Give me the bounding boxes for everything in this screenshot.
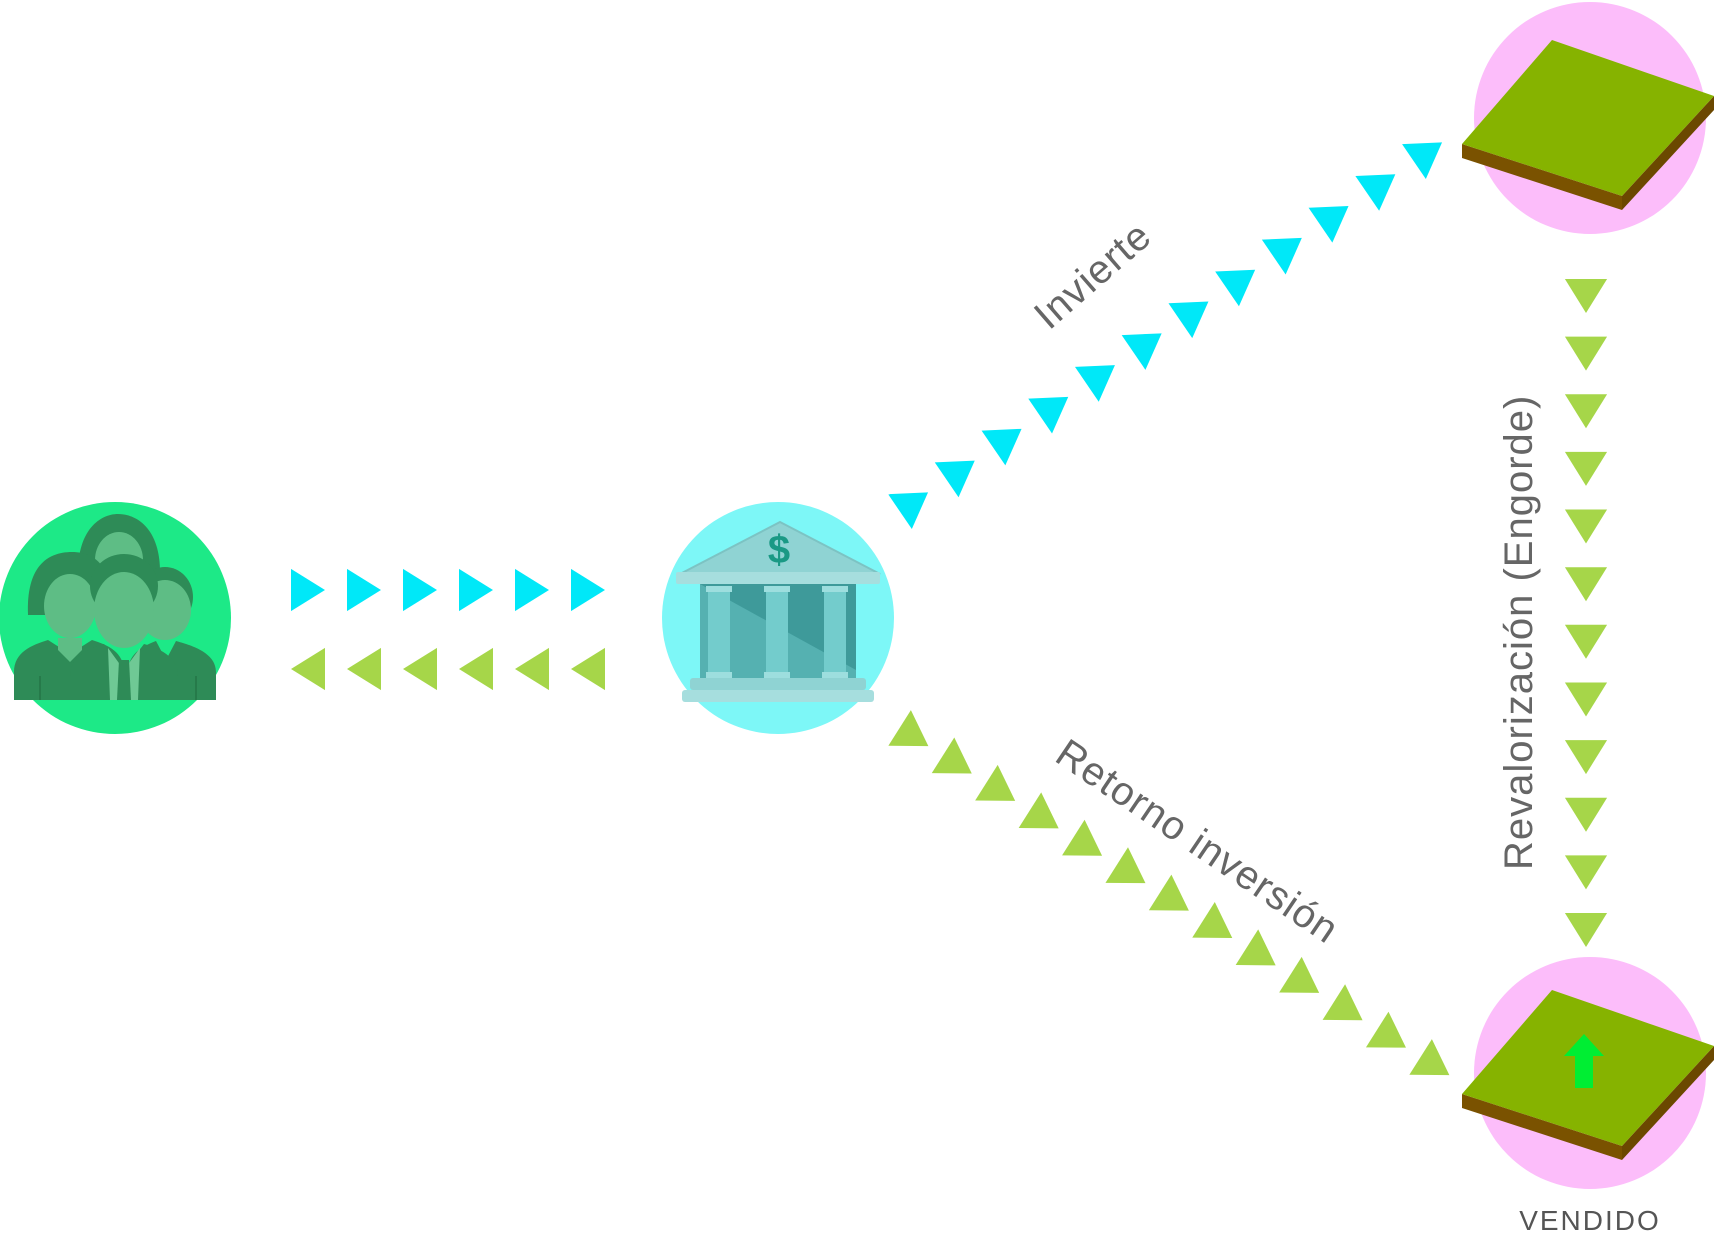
arrow-marker	[1308, 206, 1349, 243]
arrow-marker	[1235, 929, 1276, 966]
arrow-marker	[1564, 740, 1608, 775]
arrow-chain-land-plot-to-sold	[1564, 279, 1608, 947]
arrow-marker	[1564, 394, 1608, 429]
investors-node	[0, 502, 231, 734]
arrow-marker	[1028, 396, 1069, 434]
arrow-marker	[1074, 365, 1115, 402]
arrow-marker	[1355, 174, 1396, 211]
arrow-marker	[459, 647, 493, 691]
arrow-marker	[515, 647, 549, 691]
arrow-marker	[1564, 279, 1608, 313]
arrow-marker	[1105, 847, 1146, 884]
arrow-marker	[1322, 984, 1363, 1021]
arrow-marker	[1564, 682, 1608, 717]
arrow-marker	[931, 737, 972, 774]
arrow-marker	[1564, 913, 1608, 947]
arrow-marker	[1018, 792, 1059, 829]
arrow-marker	[1564, 509, 1608, 544]
arrow-marker	[515, 568, 549, 612]
investor-group-icon	[14, 514, 216, 700]
arrow-marker	[1564, 624, 1608, 659]
arrow-marker	[459, 568, 493, 612]
bank-icon	[676, 520, 881, 702]
arrow-marker	[1564, 855, 1608, 890]
arrow-marker	[1215, 269, 1256, 307]
arrow-marker	[571, 647, 605, 691]
arrow-marker	[1402, 142, 1443, 179]
appreciation-label: Revalorización (Engorde)	[1497, 395, 1541, 870]
land-plot-sold-node: VENDIDO	[1462, 957, 1714, 1234]
arrow-marker	[403, 647, 437, 691]
arrow-marker	[403, 568, 437, 612]
arrow-marker	[1261, 237, 1302, 275]
invest-label: Invierte	[1026, 213, 1160, 338]
arrow-marker	[291, 568, 325, 612]
arrow-marker	[571, 568, 605, 612]
arrow-marker	[1365, 1011, 1406, 1048]
arrow-chain-bank-to-investors	[291, 647, 605, 691]
arrow-marker	[291, 647, 325, 691]
arrow-marker	[1279, 956, 1320, 993]
arrow-marker	[888, 710, 929, 747]
arrow-chain-bank-to-land-plot	[888, 142, 1443, 529]
arrow-marker	[1564, 797, 1608, 832]
arrow-marker	[981, 428, 1022, 466]
arrow-marker	[1168, 301, 1209, 339]
arrow-marker	[1148, 874, 1189, 911]
arrow-marker	[1062, 819, 1103, 856]
arrow-chain-bank-to-sold-plot	[888, 710, 1450, 1076]
arrow-marker	[888, 492, 929, 529]
up-arrow-icon	[1564, 1034, 1604, 1088]
arrow-marker	[1564, 451, 1608, 486]
arrow-marker	[1121, 333, 1162, 370]
bank-node: $	[662, 502, 894, 734]
land-plot-icon	[1462, 40, 1714, 210]
arrow-chain-investors-to-bank	[291, 568, 605, 612]
arrow-marker	[347, 568, 381, 612]
arrow-marker	[347, 647, 381, 691]
bank-dollar-symbol: $	[768, 528, 790, 572]
arrow-marker	[975, 764, 1016, 801]
sold-status-label: VENDIDO	[1519, 1205, 1661, 1234]
land-plot-node	[1462, 2, 1714, 234]
arrow-marker	[1409, 1039, 1450, 1076]
arrow-marker	[1192, 901, 1233, 938]
arrow-marker	[1564, 567, 1608, 602]
arrow-marker	[934, 460, 975, 498]
arrow-marker	[1564, 336, 1608, 371]
